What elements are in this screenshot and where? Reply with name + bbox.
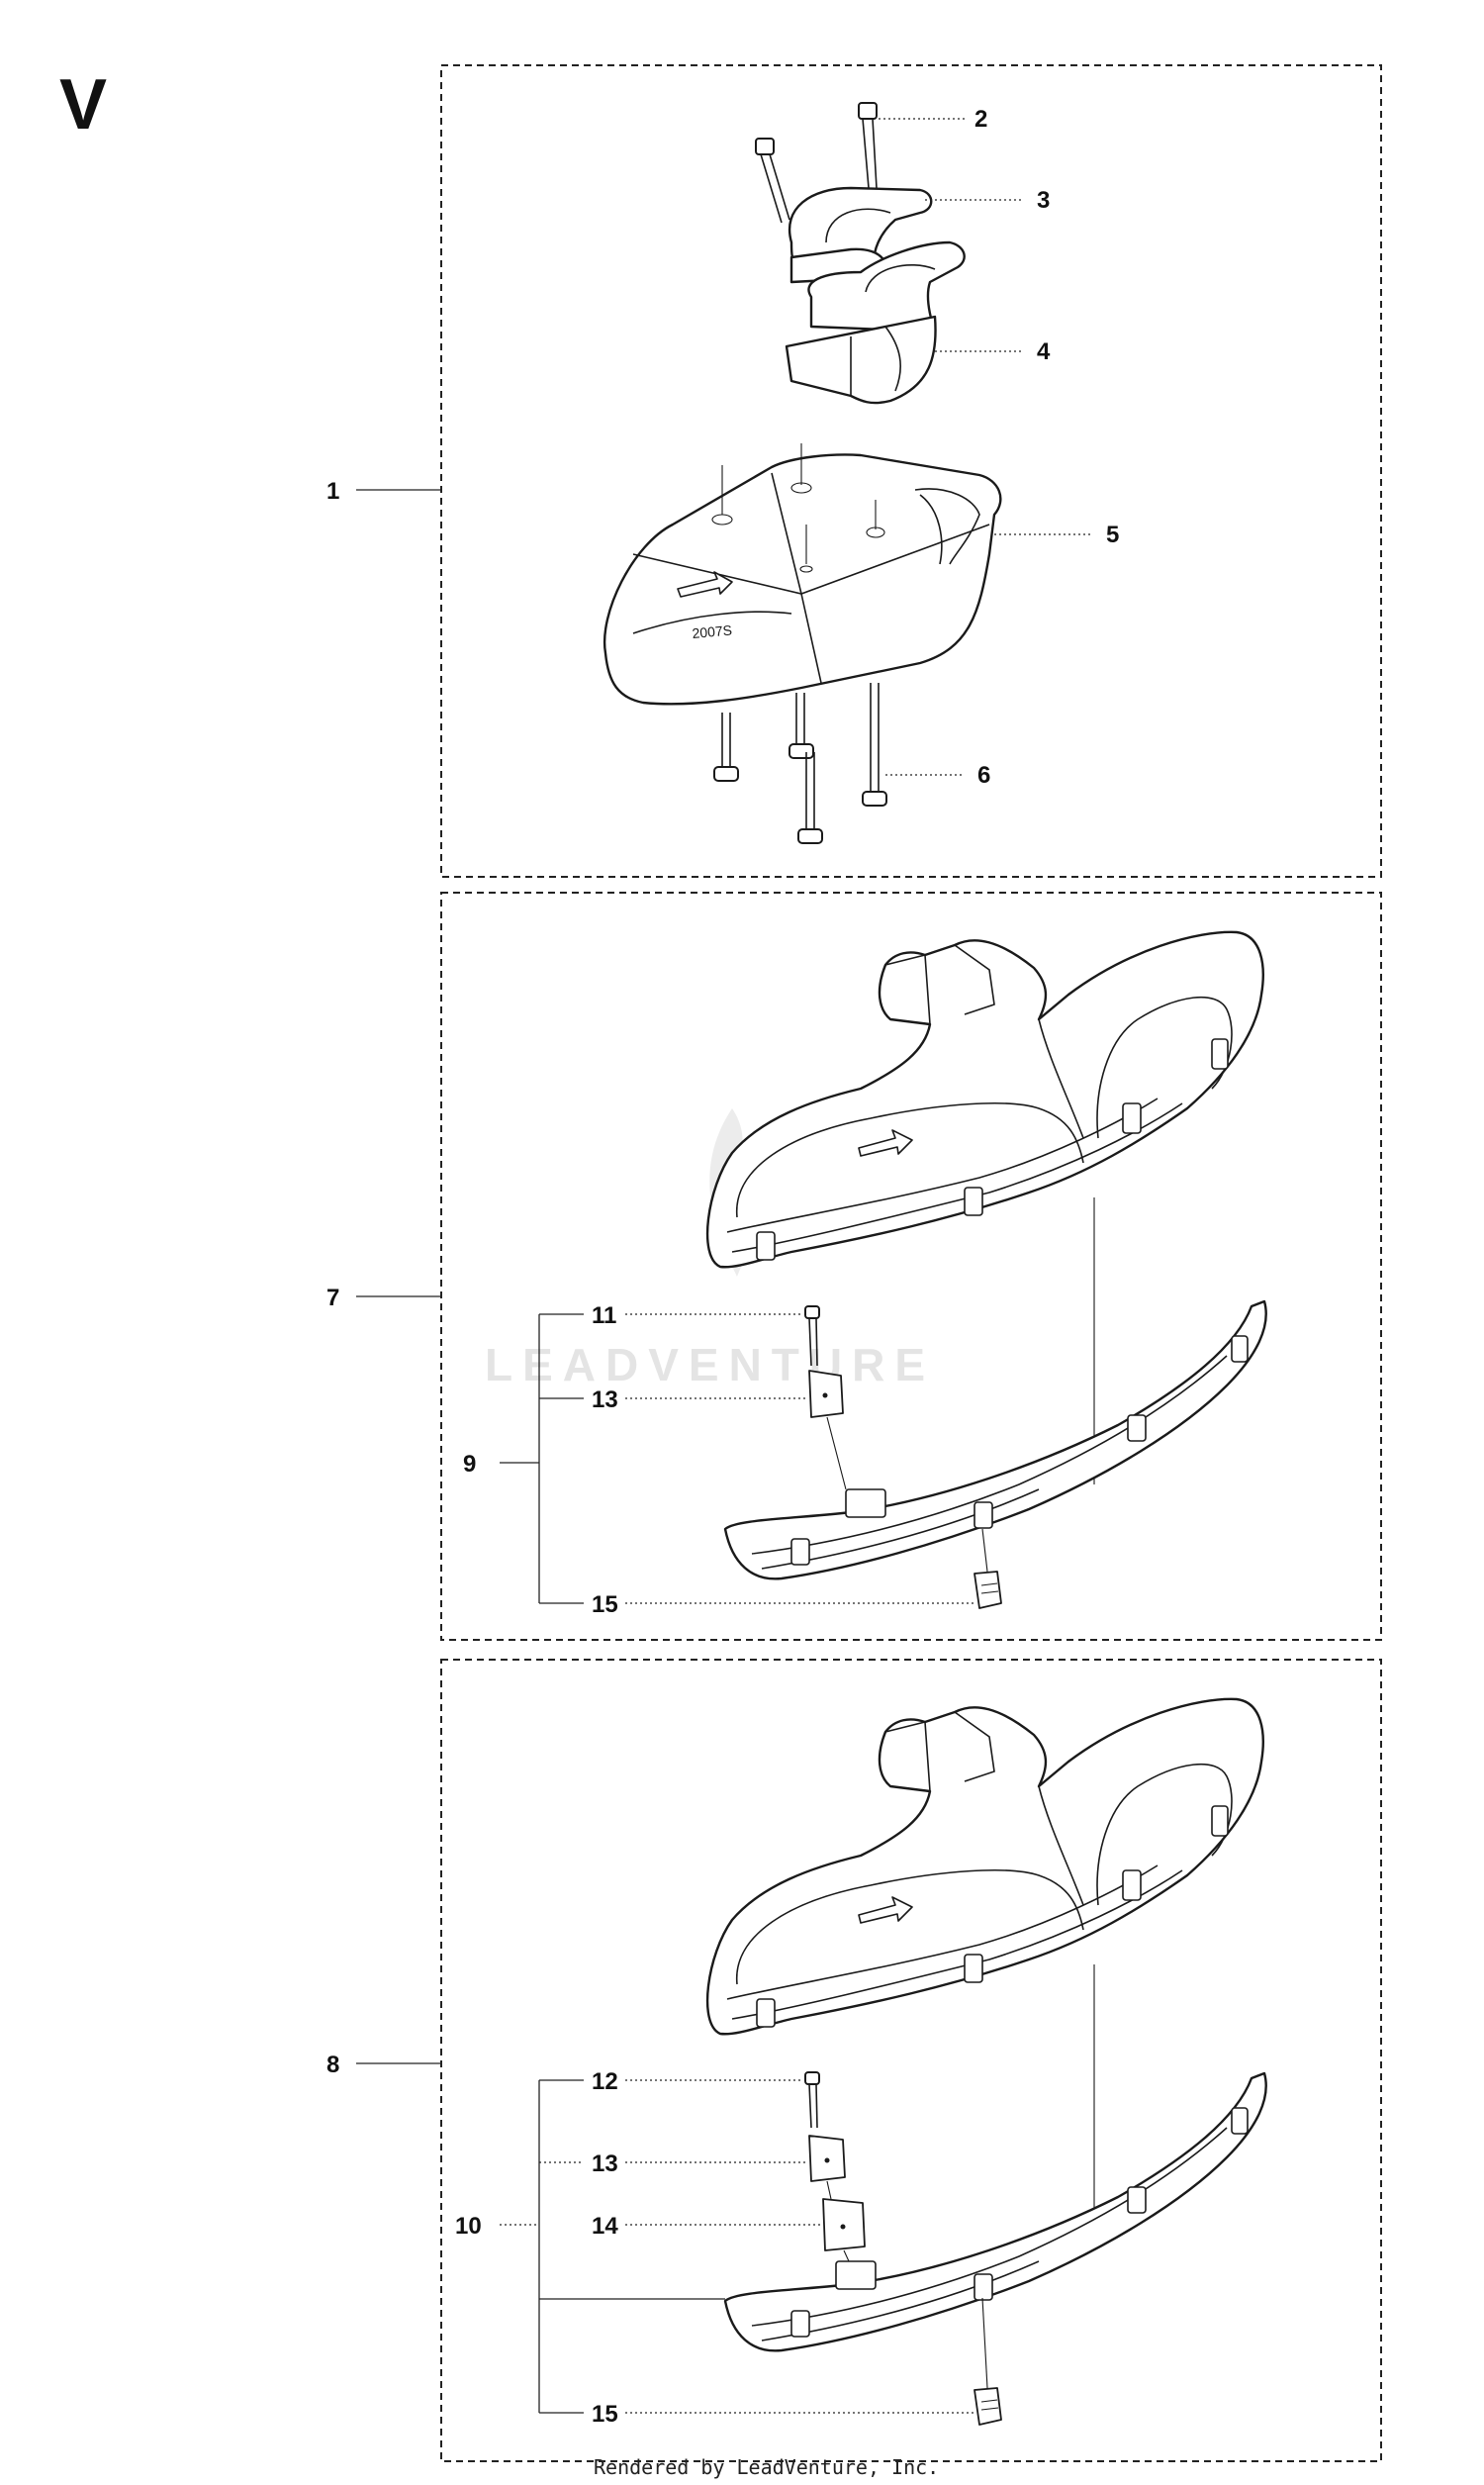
callout-11: 11 [592,1302,616,1329]
callout-13-a: 13 [592,1386,618,1413]
group-box-guard-8 [440,1659,1382,2462]
clip-part-15-a [974,1571,1002,1609]
guard-part-7 [705,930,1264,1484]
clip-part-15-b [974,2387,1002,2426]
group-8-callouts: 8 10 12 13 14 15 [326,2052,974,2428]
clamp-part-4 [785,240,966,405]
group-1-parts: 2007S [603,102,1002,844]
group-7-callouts: 7 9 11 13 15 [326,1285,974,1618]
callout-9: 9 [463,1451,476,1478]
callout-4: 4 [1037,338,1051,365]
guard-part-8 [705,1697,1264,2222]
callout-10: 10 [455,2213,482,2240]
callout-5: 5 [1106,522,1119,548]
trimmer-strip-part-9 [723,1299,1267,1580]
section-letter: V [59,65,107,144]
footer-credit: Rendered by LeadVenture, Inc. [594,2455,939,2479]
callout-6: 6 [977,762,990,789]
screw-part-12 [804,2071,820,2085]
group-box-guard-7 [440,892,1382,1641]
watermark-text: LEADVENTURE [485,1339,935,1390]
callout-14: 14 [592,2213,618,2240]
screws-part-6 [713,683,887,844]
callout-7: 7 [326,1285,339,1311]
callout-1: 1 [326,478,339,505]
group-box-guard-assembly [440,64,1382,878]
knife-parts-group-9 [804,1305,1002,1609]
group-1-callouts: 1 2 3 4 5 6 [326,106,1119,789]
bolt-part-2 [755,102,878,224]
callout-8: 8 [326,2052,339,2078]
callout-15-a: 15 [592,1591,618,1618]
callout-3: 3 [1037,187,1050,214]
knife-parts-group-10 [804,2071,1002,2426]
callout-13-b: 13 [592,2150,618,2177]
callout-2: 2 [974,106,987,133]
trimmer-strip-part-10 [723,2071,1267,2352]
callout-12: 12 [592,2068,618,2095]
callout-15-b: 15 [592,2401,618,2428]
screw-part-11 [804,1305,820,1319]
guard-part-5: 2007S [603,443,1002,706]
guard-stamp: 2007S [692,622,733,641]
